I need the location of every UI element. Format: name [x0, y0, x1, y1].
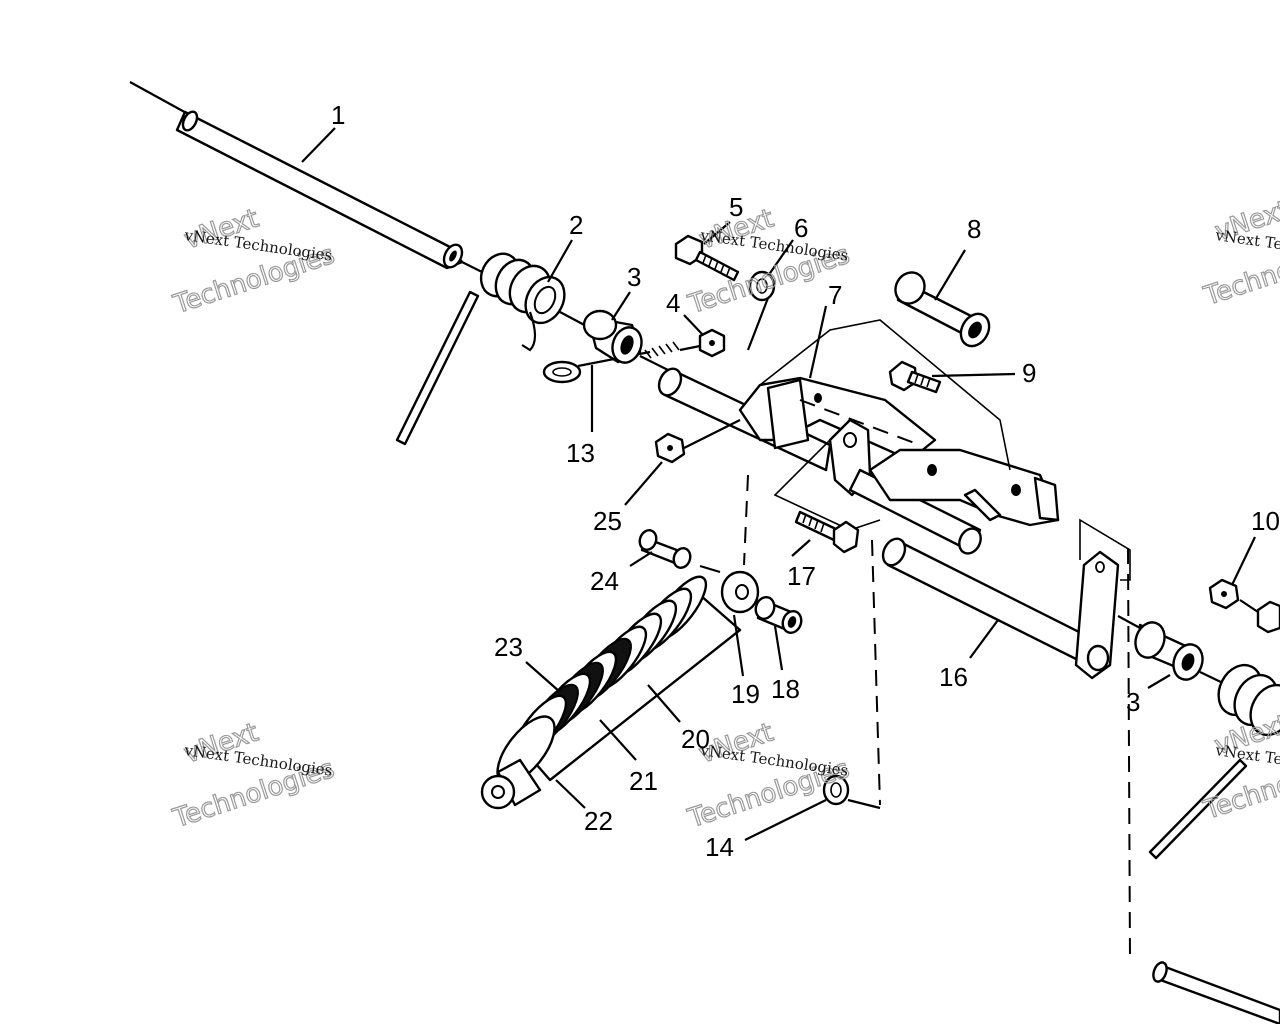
part-eye-bolt: [542, 341, 701, 384]
label-10: 10: [1251, 506, 1280, 536]
part-roller-8: [894, 271, 991, 348]
part-bolt-5: [674, 234, 740, 282]
part-pivot-shaft-assembly: [657, 319, 1060, 555]
part-bolt-17: [794, 510, 860, 554]
part-rod-bottom: [1152, 961, 1280, 1024]
leader-lines: [301, 127, 1256, 841]
label-16: 16: [939, 662, 968, 692]
part-nut-small: [698, 328, 726, 358]
label-6: 6: [794, 213, 808, 243]
label-20: 20: [681, 724, 710, 754]
label-2: 2: [569, 210, 583, 240]
part-sleeve-18: [754, 596, 803, 634]
part-nut-25: [654, 419, 741, 464]
part-nut-10: [1208, 578, 1280, 634]
label-14: 14: [705, 832, 734, 862]
part-bushing-left: [582, 309, 643, 364]
label-3-right: 3: [1126, 687, 1140, 717]
axle-line: [129, 81, 191, 116]
label-5: 5: [729, 192, 743, 222]
label-7: 7: [828, 280, 842, 310]
part-labels: 1 2 3 4 5 6 7 8 9 10 13 14 16 17 18 19 2…: [331, 100, 1280, 862]
label-3-left: 3: [627, 262, 641, 292]
label-4: 4: [666, 288, 680, 318]
part-washer-14: [822, 774, 881, 810]
part-bolt-9: [888, 360, 942, 394]
label-13: 13: [566, 438, 595, 468]
part-shock-absorber: [480, 570, 760, 810]
label-21: 21: [629, 766, 658, 796]
part-rod: [175, 110, 464, 270]
label-1: 1: [331, 100, 345, 130]
label-17: 17: [787, 561, 816, 591]
label-25: 25: [593, 506, 622, 536]
label-24: 24: [590, 566, 619, 596]
label-9: 9: [1022, 358, 1036, 388]
part-torsion-spring: [395, 252, 566, 446]
label-23: 23: [494, 632, 523, 662]
part-sleeve-24: [638, 529, 721, 574]
part-torsion-spring-right: [1148, 663, 1280, 860]
part-bushing-right: [1134, 621, 1204, 681]
label-8: 8: [967, 214, 981, 244]
label-18: 18: [771, 674, 800, 704]
part-lower-shaft: [881, 518, 1131, 680]
label-19: 19: [731, 679, 760, 709]
part-washer-6: [746, 270, 776, 351]
label-22: 22: [584, 806, 613, 836]
